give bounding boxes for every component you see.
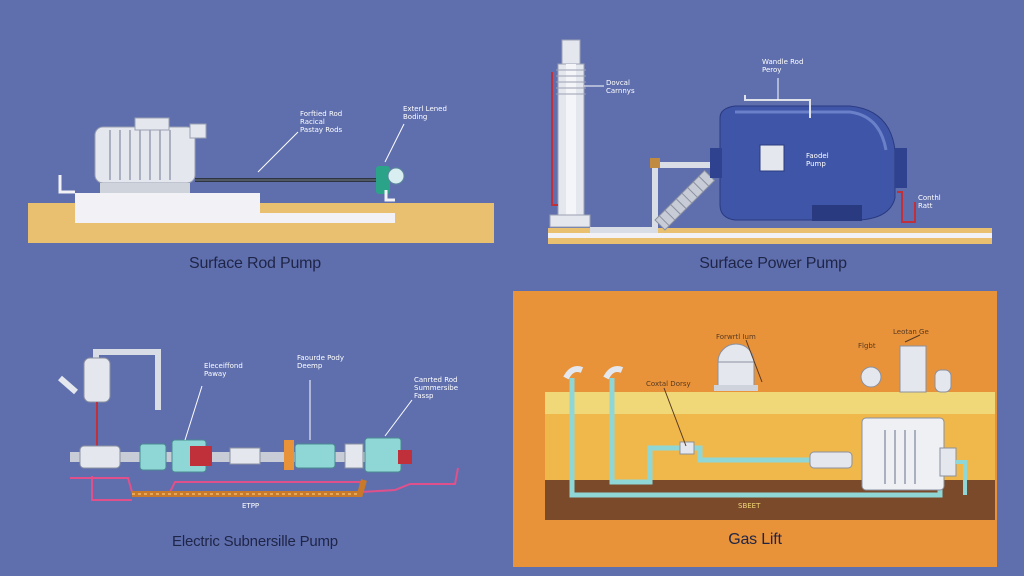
caption-electric-submersible-pump: Electric Subnersille Pump	[172, 533, 338, 550]
compressor-tank	[717, 361, 755, 389]
callout-power-pump-control: Conthl Ratt	[918, 194, 941, 210]
derrick-top	[561, 39, 581, 65]
separator-tank	[899, 345, 927, 393]
gas-lift-graphic	[513, 291, 997, 567]
power-cable	[132, 479, 367, 497]
surface-rod-pump-graphic	[28, 117, 494, 243]
caption-surface-rod-pump: Surface Rod Pump	[189, 255, 321, 272]
callout-rod-pump-rods: Forftied Rod Racical Pastay Rods	[300, 110, 343, 134]
callout-gas-lift-separator: Leotan Ge	[893, 328, 929, 336]
caption-gas-lift: Gas Lift	[728, 531, 782, 548]
surface-layer	[545, 392, 995, 414]
surface-power-pump-graphic	[548, 39, 992, 244]
production-line	[609, 378, 820, 485]
callout-rod-pump-bearing: Exterl Lened Boding	[403, 105, 447, 121]
motor-section	[364, 437, 402, 473]
electric-submersible-pump-graphic	[58, 349, 459, 501]
pump-head	[376, 166, 390, 194]
gas-lift-footer-label: SBEET	[738, 502, 761, 510]
callout-esp-pump: Faourde Pody Deemp	[297, 354, 344, 370]
esp-footer-label: ETPP	[242, 502, 260, 510]
motor-base	[75, 193, 260, 223]
callout-power-pump-tower: Dovcal Carnnys	[606, 79, 635, 95]
callout-gas-lift-valve: Coxtal Dorsy	[646, 380, 691, 388]
tank-gauge	[759, 144, 785, 172]
coiled-hose	[654, 169, 716, 231]
lift-compressor	[861, 417, 945, 491]
callout-gas-lift-compressor: Forwrtl Ium	[716, 333, 756, 341]
callout-esp-power: Eleceiffond Paway	[204, 362, 243, 378]
callout-power-pump-rod: Wandle Rod Peroy	[762, 58, 804, 74]
callout-esp-motor: Canrted Rod Summersibe Fassp	[414, 376, 459, 400]
callout-gas-lift-flight: Flgbt	[858, 342, 876, 350]
pump-section	[294, 443, 336, 469]
caption-surface-power-pump: Surface Power Pump	[699, 255, 847, 272]
callout-power-pump-pump: Faodel Pump	[806, 152, 829, 168]
top-tank	[83, 357, 111, 403]
